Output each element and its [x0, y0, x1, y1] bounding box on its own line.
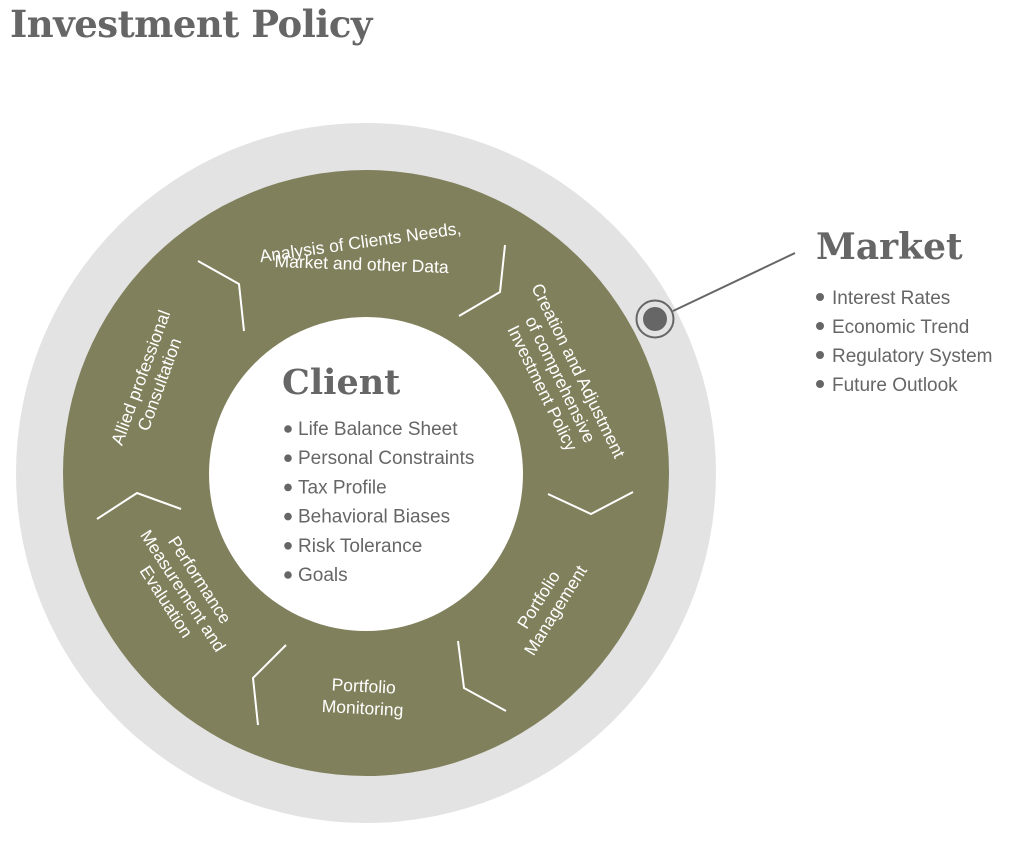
target-dot-icon [643, 307, 667, 331]
market-item-label: Regulatory System [832, 346, 993, 367]
market-item-label: Economic Trend [832, 317, 970, 338]
market-item: Interest Rates [816, 286, 993, 315]
divider-chevron [458, 244, 506, 317]
segment-analysis: Analysis of Clients Needs, Market and ot… [258, 218, 462, 277]
segment-monitoring-line-2: Monitoring [321, 696, 404, 720]
bullet-icon [284, 512, 292, 521]
market-item-label: Interest Rates [832, 288, 951, 309]
bullet-icon [284, 425, 292, 433]
market-item-label: Future Outlook [832, 375, 958, 396]
market-connector-line [672, 252, 796, 312]
market-item: Future Outlook [816, 373, 993, 402]
segment-monitoring-line-1: Portfolio [331, 674, 396, 697]
divider-chevron [96, 491, 182, 520]
bullet-icon [816, 379, 824, 388]
segment-monitoring: Portfolio Monitoring [321, 674, 404, 720]
client-item: Goals [298, 565, 348, 586]
divider-chevron [547, 491, 634, 516]
bullet-icon [284, 571, 292, 579]
divider-chevron [197, 260, 245, 332]
market-item: Regulatory System [816, 344, 993, 373]
divider-chevron [251, 644, 287, 726]
bullet-icon [816, 292, 824, 301]
bullet-icon [284, 542, 292, 550]
bullet-icon [284, 454, 292, 463]
target-ring-icon [635, 299, 675, 339]
bullet-icon [284, 483, 292, 492]
client-circle [209, 317, 523, 631]
svg-text:Portfolio: Portfolio [331, 674, 396, 697]
bullet-icon [816, 350, 824, 359]
bullet-icon [816, 321, 824, 330]
market-list: Interest Rates Economic Trend Regulatory… [816, 286, 993, 402]
market-item: Economic Trend [816, 315, 993, 344]
divider-chevron [457, 640, 507, 712]
client-title: Client [282, 362, 400, 403]
client-item: Life Balance Sheet [298, 419, 458, 440]
market-title: Market [816, 226, 963, 268]
page-title: Investment Policy [10, 2, 372, 46]
client-item: Tax Profile [298, 477, 387, 498]
svg-text:Monitoring: Monitoring [321, 696, 404, 720]
client-item: Risk Tolerance [298, 536, 422, 557]
client-item: Personal Constraints [298, 448, 474, 469]
client-item: Behavioral Biases [298, 507, 450, 528]
